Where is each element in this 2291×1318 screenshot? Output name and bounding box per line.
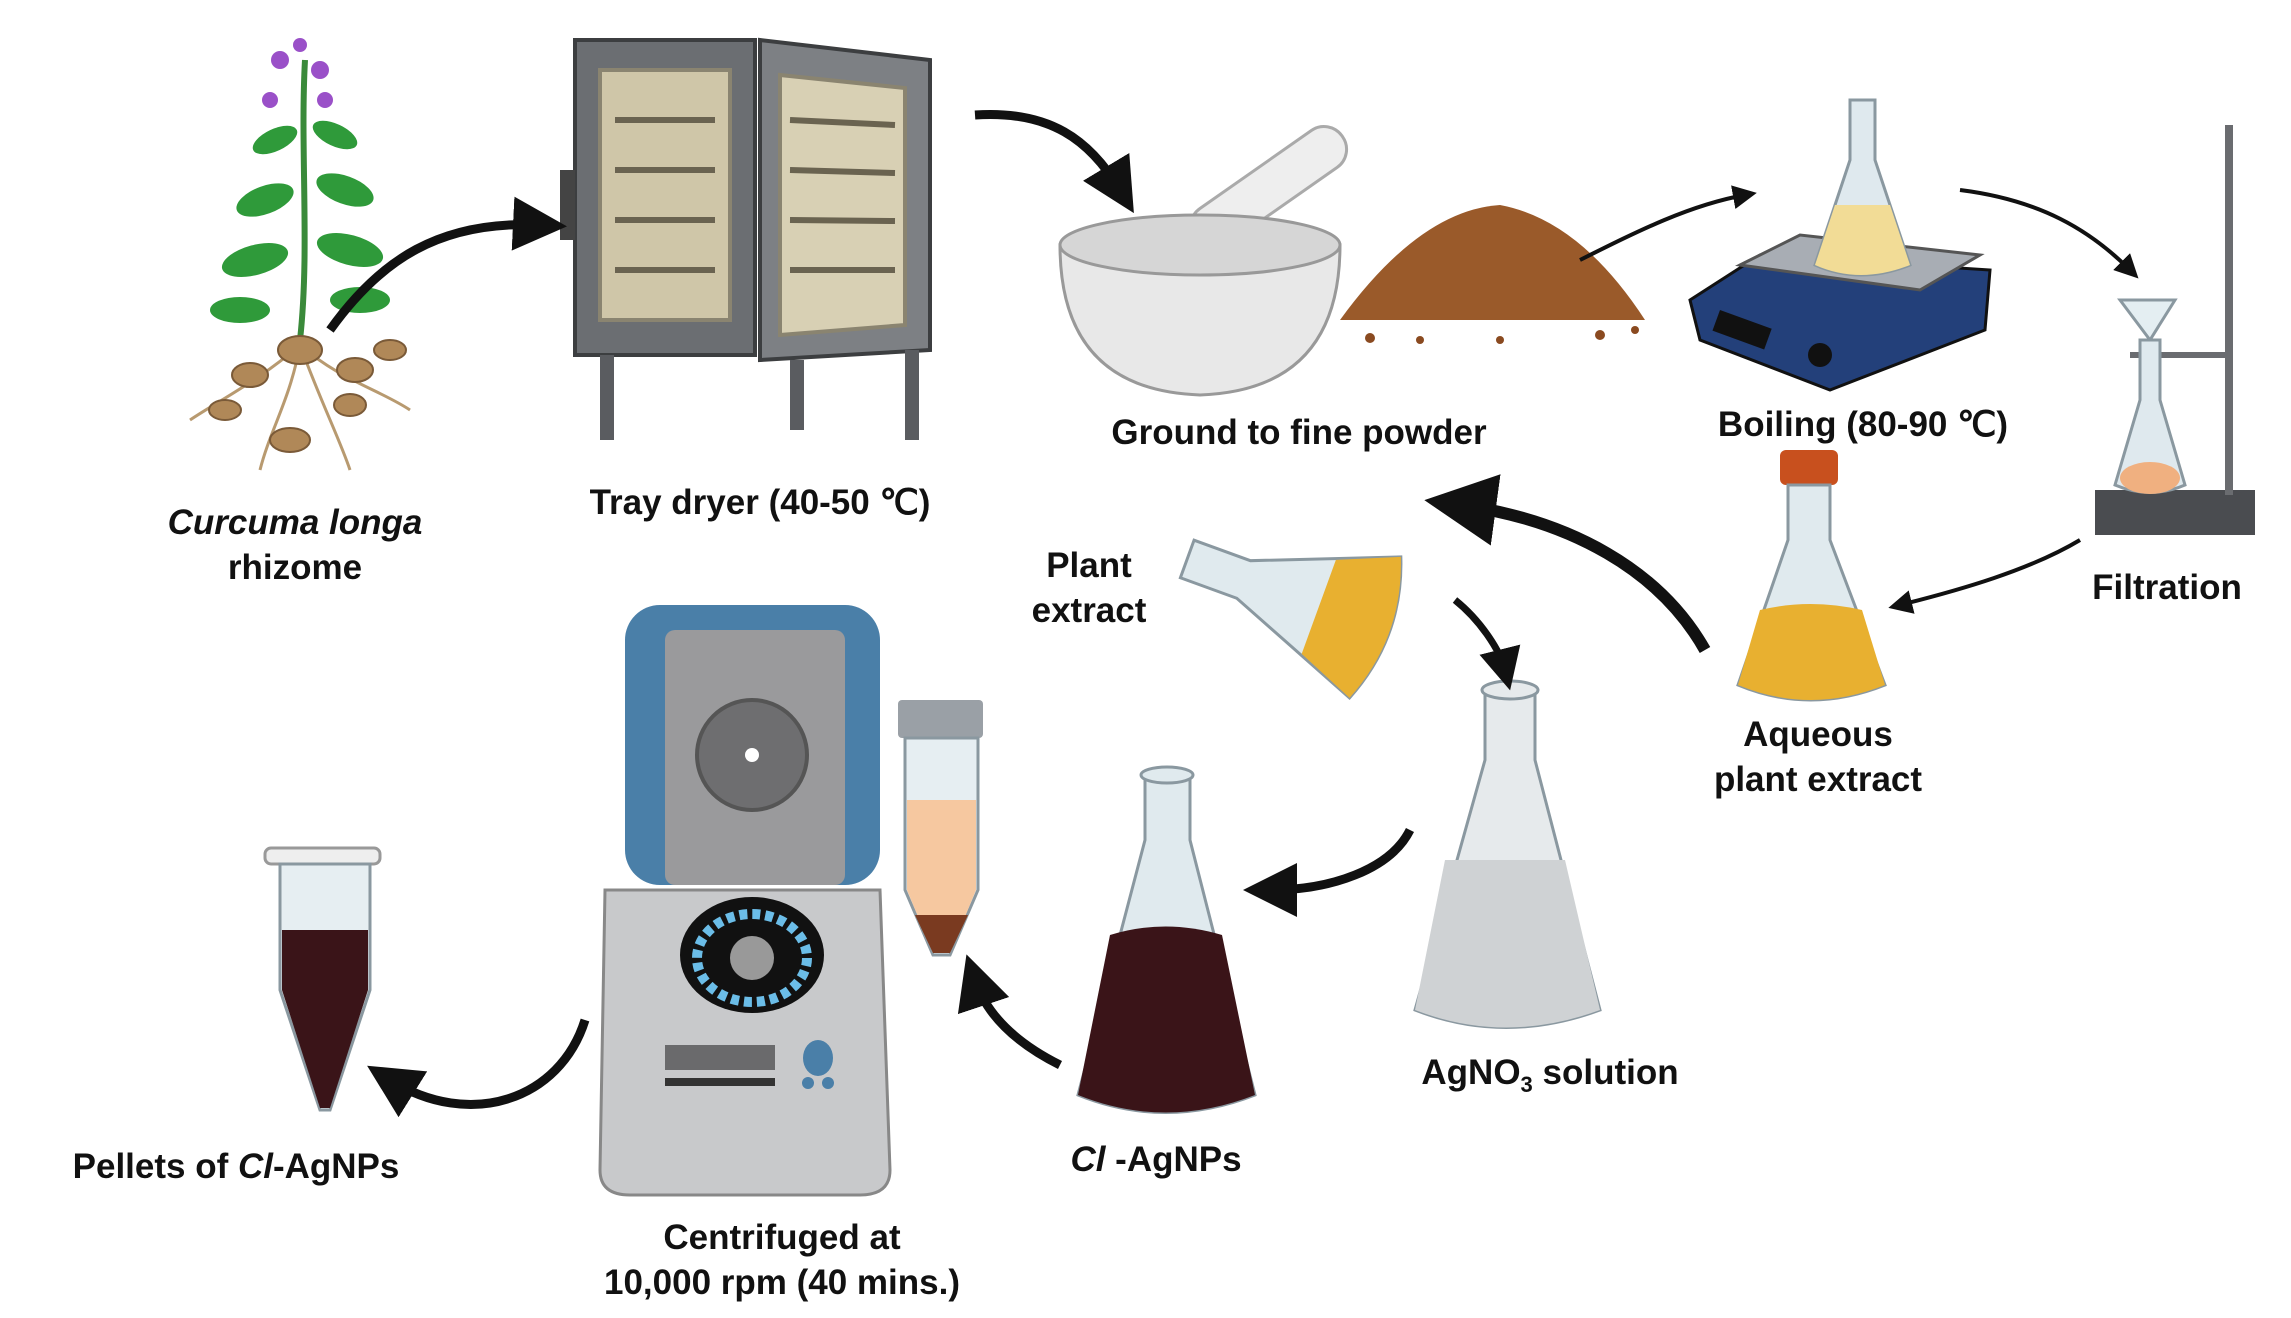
species-name: Curcuma longa xyxy=(167,503,423,542)
clagnps-rest: -AgNPs xyxy=(1105,1140,1242,1179)
arrow-aqueous-to-plant-extract xyxy=(1424,474,1711,653)
centrifuge-icon xyxy=(598,605,892,1197)
label-agno3-solution: AgNO3 solution xyxy=(1421,1050,1678,1107)
aqueous-line2: plant extract xyxy=(1713,760,1923,799)
agno3-flask-icon xyxy=(1413,679,1602,1029)
arrow-dryer-to-mortar xyxy=(974,109,1134,214)
pellets-rest: -AgNPs xyxy=(272,1147,400,1186)
aqueous-extract-flask-icon xyxy=(1736,450,1887,702)
plant-part: rhizome xyxy=(227,548,363,587)
label-plant-extract: Plant extract xyxy=(1032,543,1147,633)
label-centrifuged: Centrifuged at 10,000 rpm (40 mins.) xyxy=(604,1215,960,1305)
agno3-subscript: 3 xyxy=(1520,1072,1533,1097)
falcon-tube-icon xyxy=(898,700,983,957)
aqueous-line1: Aqueous xyxy=(1743,715,1893,754)
agno3-rest: solution xyxy=(1532,1053,1679,1092)
tray-dryer-icon xyxy=(560,37,932,440)
pellets-prefix: Pellets of xyxy=(72,1147,238,1186)
label-aqueous-extract: Aqueous plant extract xyxy=(1714,712,1922,802)
arrow-boiling-to-filtration xyxy=(1959,188,2139,279)
hotplate-icon xyxy=(1688,233,1992,392)
arrow-centrifuge-to-pellets xyxy=(367,1018,590,1118)
arrow-clagnps-to-falcon xyxy=(957,954,1063,1070)
curcuma-plant-icon xyxy=(189,38,411,471)
process-arrows xyxy=(326,109,2139,1118)
label-boiling: Boiling (80-90 ℃) xyxy=(1717,405,2009,444)
centrifuged-line1: Centrifuged at xyxy=(663,1218,901,1257)
filtration-stand-icon xyxy=(2095,125,2255,535)
powder-pile-icon xyxy=(1340,205,1645,344)
arrow-filtration-to-aqueous xyxy=(1888,538,2082,614)
label-ground-powder: Ground to fine powder xyxy=(1111,413,1487,452)
plant-extract-line1: Plant xyxy=(1046,546,1132,585)
clagnps-flask-icon xyxy=(1076,765,1257,1114)
label-pellets: Pellets of Cl-AgNPs xyxy=(73,1144,400,1189)
arrow-plant-extract-to-agno3 xyxy=(1452,597,1521,691)
arrow-powder-to-boiling xyxy=(1579,185,1757,262)
label-tray-dryer: Tray dryer (40-50 ℃) xyxy=(589,483,931,522)
label-clagnps: Cl -AgNPs xyxy=(1070,1137,1241,1182)
plant-extract-flask-icon xyxy=(1178,538,1403,700)
agno3-formula: AgNO xyxy=(1421,1053,1521,1092)
boiling-flask-icon xyxy=(1813,98,1912,277)
arrow-agno3-to-clagnps xyxy=(1243,827,1415,917)
pellets-italic: Cl xyxy=(237,1147,273,1186)
arrow-plant-to-dryer xyxy=(326,196,567,333)
eppendorf-tube-icon xyxy=(263,846,382,1112)
clagnps-italic: Cl xyxy=(1070,1140,1106,1179)
mortar-pestle-icon xyxy=(1058,125,1349,397)
centrifuged-line2: 10,000 rpm (40 mins.) xyxy=(604,1263,960,1302)
label-curcuma-longa: Curcuma longa rhizome xyxy=(168,500,423,590)
plant-extract-line2: extract xyxy=(1031,591,1147,630)
label-filtration: Filtration xyxy=(2092,568,2242,607)
